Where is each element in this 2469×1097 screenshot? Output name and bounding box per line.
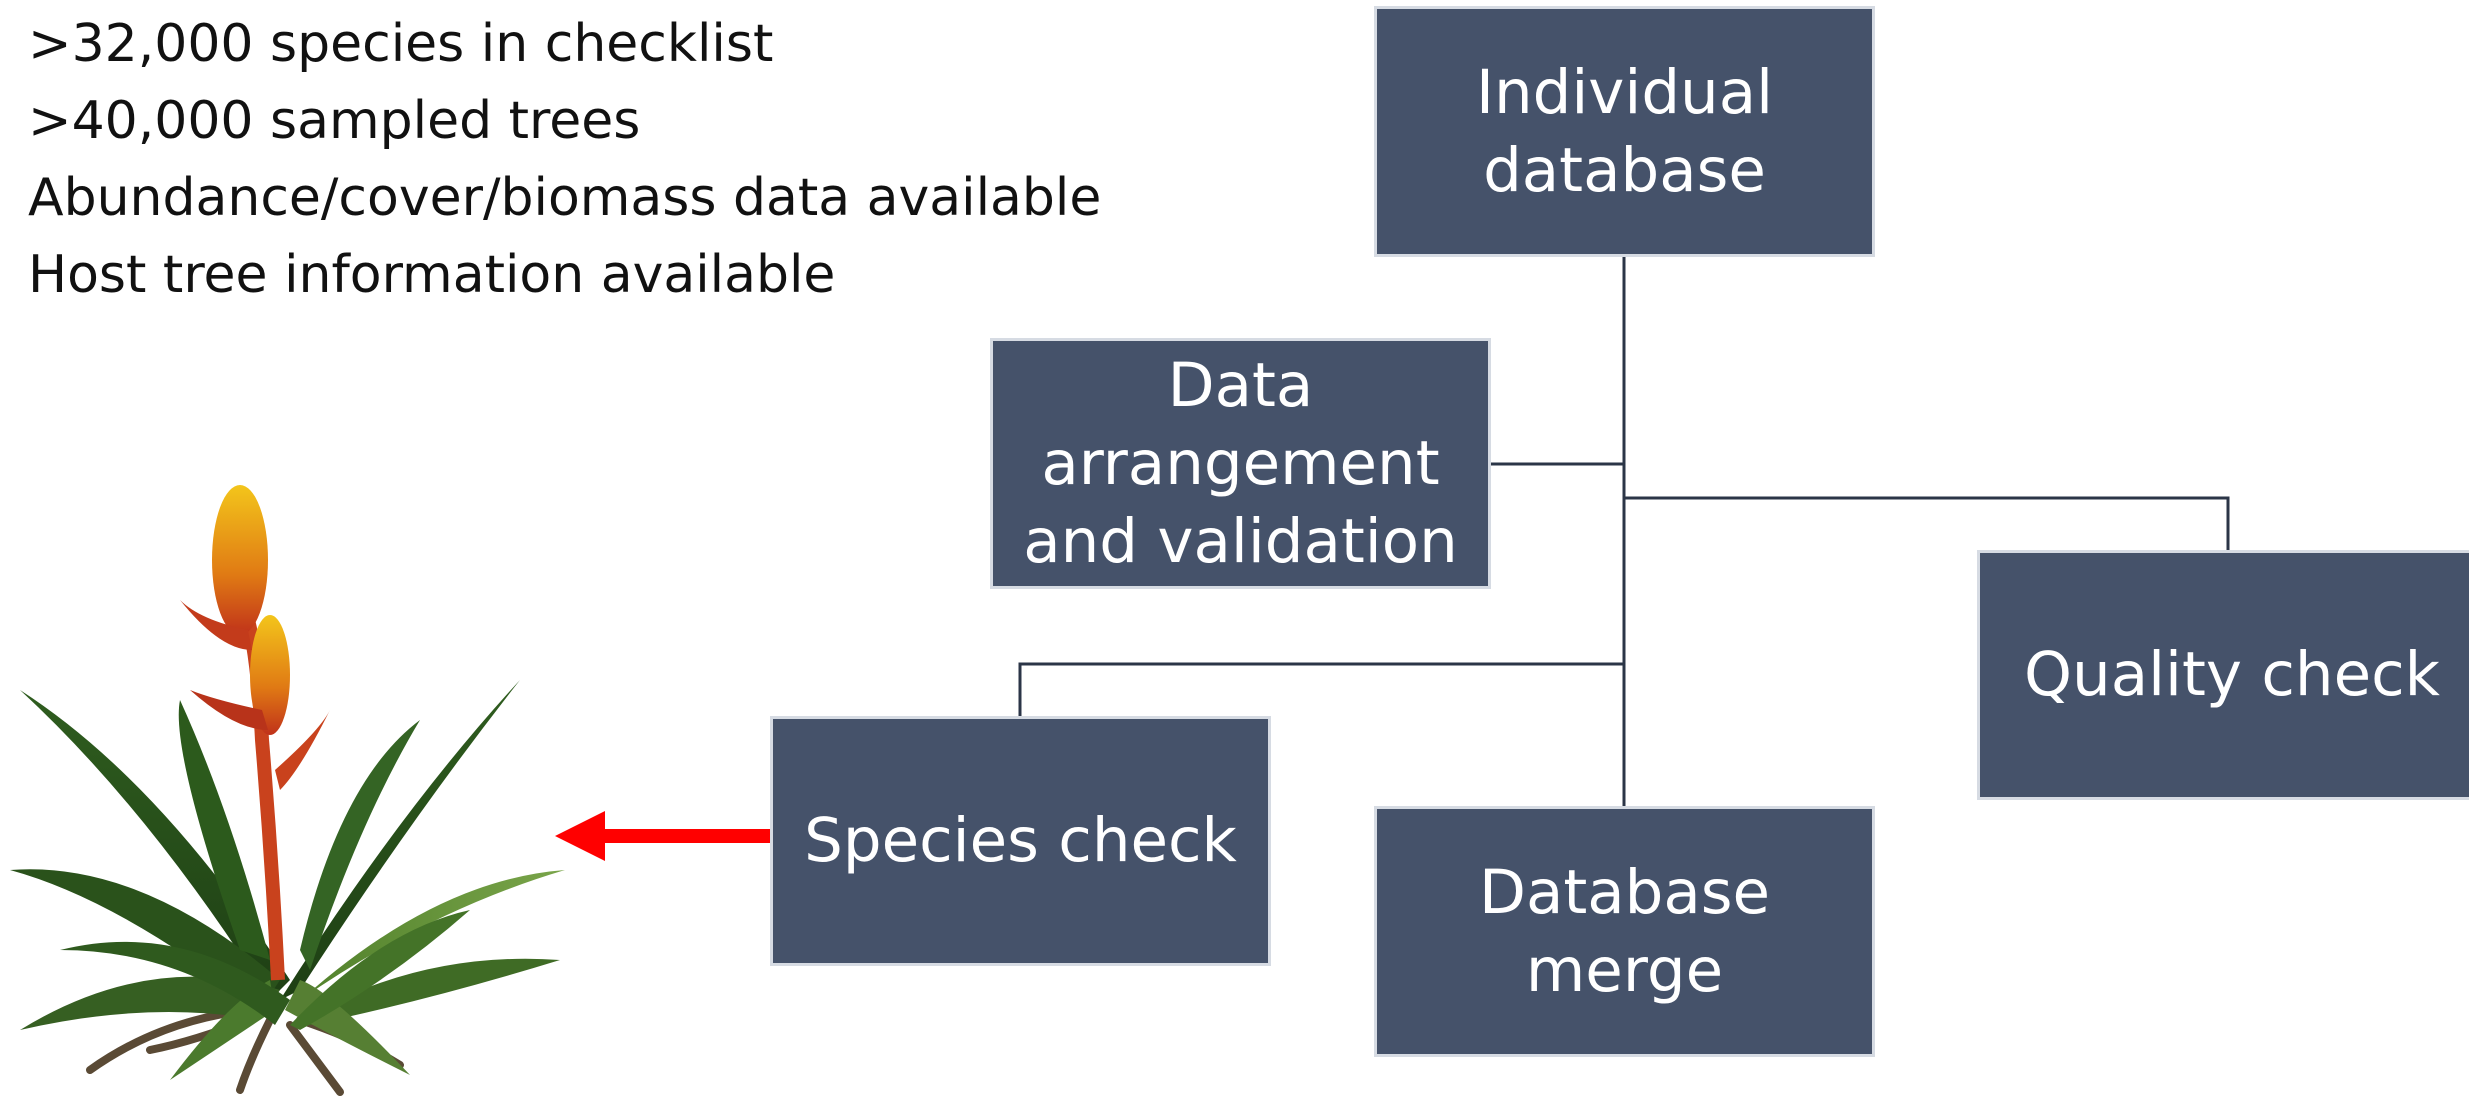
bromeliad-plant-icon bbox=[10, 485, 565, 1096]
species-check-box: Species check bbox=[770, 716, 1271, 966]
data-arrangement-box: Data arrangement and validation bbox=[990, 338, 1491, 589]
stats-list: >32,000 species in checklist >40,000 sam… bbox=[28, 6, 1101, 314]
database-merge-box: Database merge bbox=[1374, 806, 1875, 1057]
stat-trees: >40,000 sampled trees bbox=[28, 91, 641, 151]
branch-species bbox=[1018, 662, 1624, 716]
quality-check-box: Quality check bbox=[1977, 550, 2469, 800]
red-arrow bbox=[555, 811, 770, 861]
individual-database-box: Individual database bbox=[1374, 6, 1875, 257]
stat-abundance: Abundance/cover/biomass data available bbox=[28, 168, 1102, 228]
stat-host-tree: Host tree information available bbox=[28, 245, 836, 305]
stat-species: >32,000 species in checklist bbox=[28, 14, 774, 74]
branch-quality bbox=[1624, 496, 2230, 550]
